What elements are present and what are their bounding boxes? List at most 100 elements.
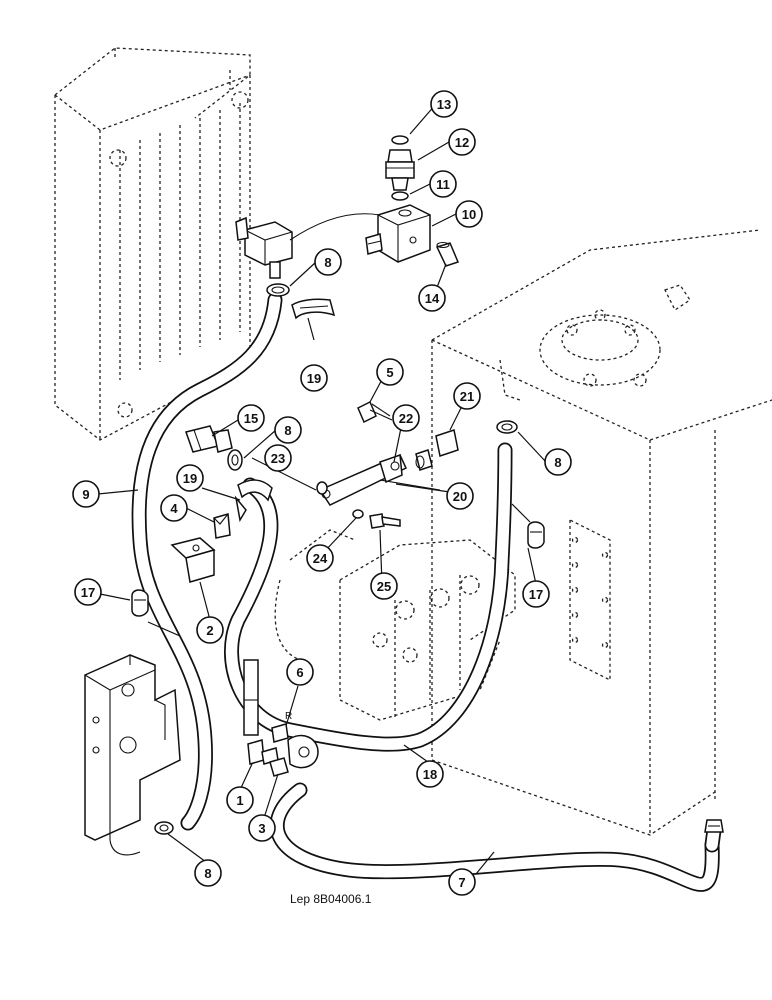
callout-18: 18 [416,760,444,788]
svg-text:18: 18 [423,767,437,782]
svg-text:21: 21 [460,389,474,404]
callout-4: 4 [160,494,188,522]
clip-17-left [131,589,149,617]
callout-1: 1 [226,786,254,814]
callouts: 13 12 11 10 14 8 19 5 21 15 8 22 23 8 20… [72,90,572,896]
hose-drain-end [704,819,724,853]
washer-24 [352,509,364,519]
callout-19-mid: 19 [176,464,204,492]
callout-8-top: 8 [314,248,342,276]
hose-band-19-top [291,298,336,320]
svg-text:3: 3 [258,821,265,836]
fitting-21 [415,429,459,471]
bracket-22 [318,453,441,506]
solenoid-switch [235,213,381,279]
tank-filler-cap [539,309,661,387]
callout-6: 6 [286,658,314,686]
bracket-2 [170,537,216,583]
svg-text:8: 8 [284,423,291,438]
callout-15: 15 [237,404,265,432]
callout-23: 23 [264,444,292,472]
hose-band-19-mid [234,479,273,523]
callout-9: 9 [72,480,100,508]
fitting-13-oring [391,135,409,145]
tank-sight-gauge [569,518,611,682]
callout-5: 5 [376,358,404,386]
fitting-12-adapter [385,149,415,191]
callout-11: 11 [429,170,457,198]
svg-text:1: 1 [236,793,243,808]
callout-13: 13 [430,90,458,118]
svg-text:10: 10 [462,207,476,222]
tank-lug [664,284,691,311]
hose-clamp-8-right [496,420,518,434]
svg-text:8: 8 [554,455,561,470]
hose-clamp-8-mid [227,449,243,471]
callout-2: 2 [196,616,224,644]
callout-8-right: 8 [544,448,572,476]
svg-text:7: 7 [458,875,465,890]
svg-text:8: 8 [324,255,331,270]
callout-14: 14 [418,284,446,312]
callout-21: 21 [453,382,481,410]
svg-text:11: 11 [436,177,450,192]
leader-lines [97,103,547,875]
fitting-11-oring [391,191,409,201]
svg-text:8: 8 [204,866,211,881]
manifold-block [84,654,181,856]
hose-clamp-8-top [266,283,290,297]
svg-text:6: 6 [296,665,303,680]
svg-text:9: 9 [82,487,89,502]
block-10 [365,204,431,263]
svg-text:19: 19 [307,371,321,386]
pipe-stub [243,659,259,736]
hydraulic-tank [431,229,772,836]
svg-text:24: 24 [313,551,328,566]
hose-9 [131,292,283,831]
washer-23 [316,481,328,495]
cooler-port-top [109,149,127,167]
callout-10: 10 [455,200,483,228]
svg-text:13: 13 [437,97,451,112]
bolt-5 [357,400,393,424]
callout-20: 20 [446,482,474,510]
callout-7: 7 [448,868,476,896]
svg-text:19: 19 [183,471,197,486]
svg-text:25: 25 [377,579,391,594]
fitting-15 [185,425,233,453]
svg-text:2: 2 [206,623,213,638]
cooler-port-right [231,91,249,109]
svg-text:5: 5 [386,365,393,380]
control-valve [274,529,516,721]
bolt-25 [369,513,401,529]
svg-text:4: 4 [170,501,178,516]
pin-14 [435,241,460,267]
clip-17-right [527,521,545,549]
fitting-6 [271,723,289,743]
svg-text:15: 15 [244,411,258,426]
callout-25: 25 [370,572,398,600]
cooler-fins [119,103,241,380]
callout-3: 3 [248,814,276,842]
callout-8-mid: 8 [274,416,302,444]
hose-clamp-8-bottom [154,821,174,835]
svg-text:20: 20 [453,489,467,504]
tee-3 [269,734,319,777]
svg-text:22: 22 [399,411,413,426]
svg-text:12: 12 [455,135,469,150]
oil-cooler [54,47,251,441]
svg-text:23: 23 [271,451,285,466]
svg-text:14: 14 [425,291,440,306]
callout-17-left: 17 [74,578,102,606]
hose-7 [269,782,720,892]
callout-24: 24 [306,544,334,572]
svg-text:17: 17 [81,585,95,600]
hose-18 [224,442,513,752]
callout-12: 12 [448,128,476,156]
callout-19-top: 19 [300,364,328,392]
callout-22: 22 [392,404,420,432]
cooler-port-bottom [117,402,133,418]
callout-8-bottom: 8 [194,859,222,887]
spacer-4 [213,513,231,539]
